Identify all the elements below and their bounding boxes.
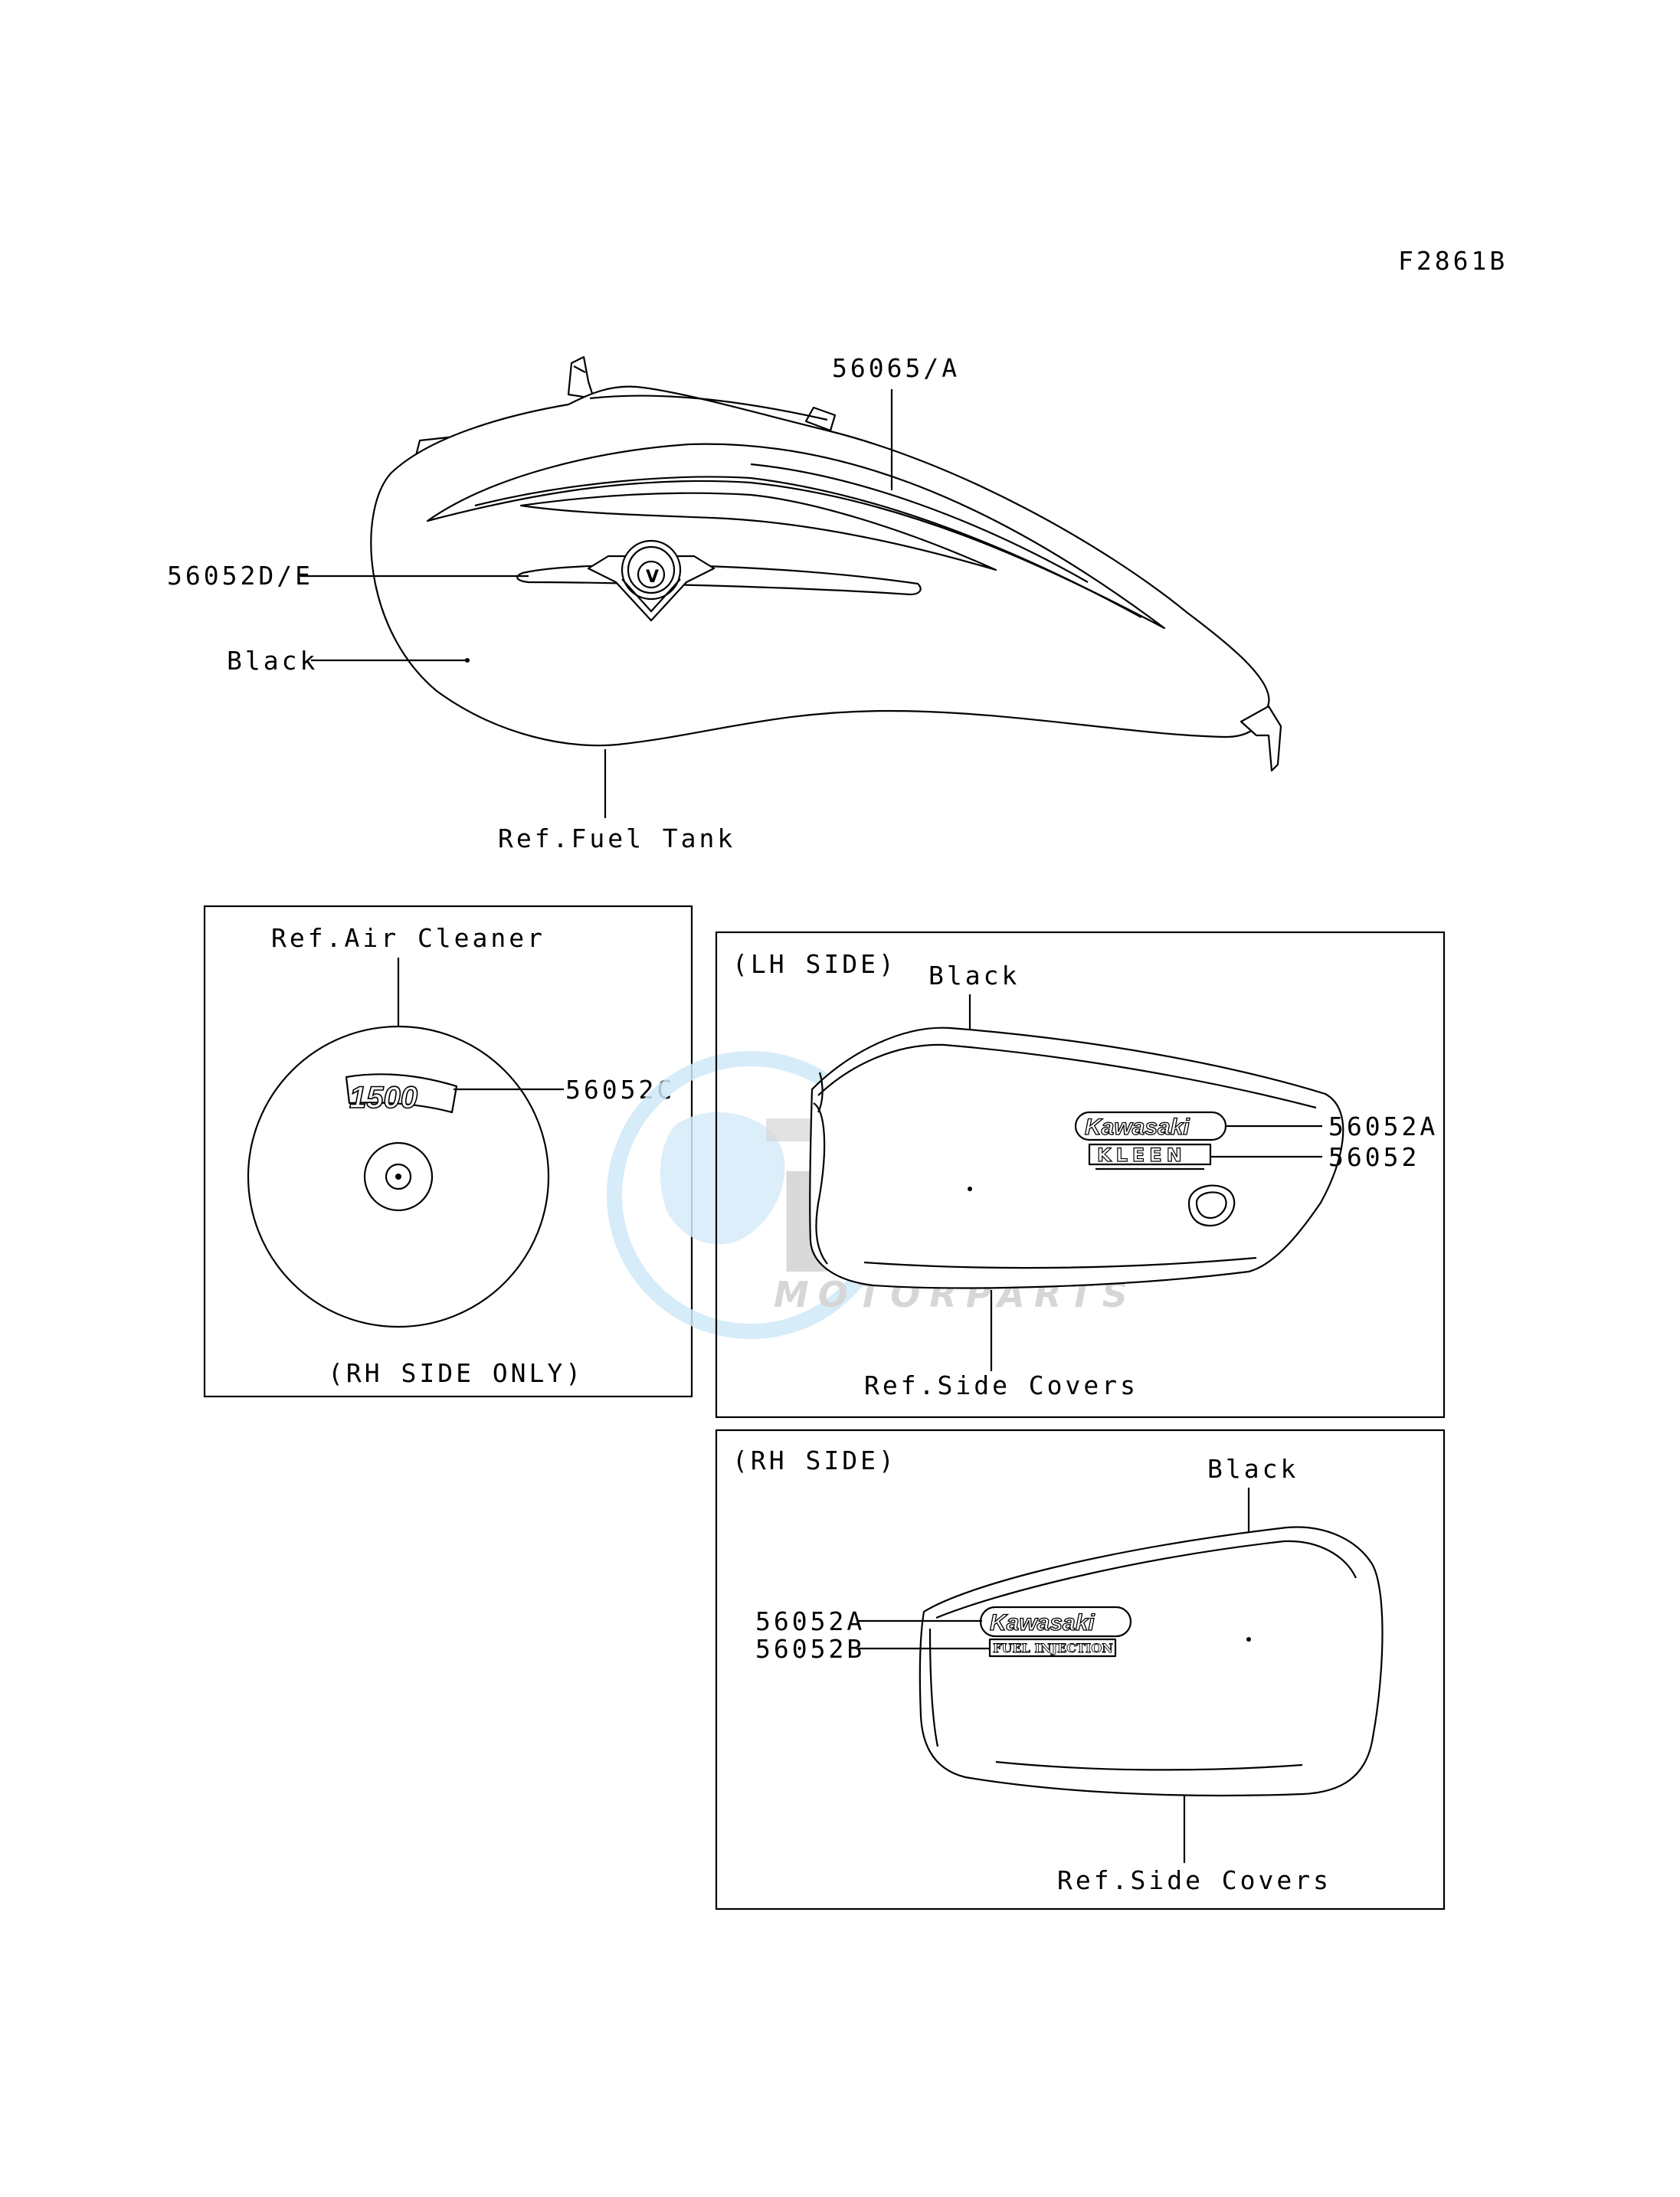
lh-callout-56052a: 56052A — [1328, 1112, 1438, 1141]
lh-side-cover: Kawasaki KLEEN — [809, 1026, 1344, 1289]
ref-air-cleaner: Ref.Air Cleaner — [271, 923, 545, 953]
fuel-tank-drawing: V — [370, 355, 1282, 772]
lh-kleen-text: KLEEN — [1097, 1144, 1187, 1166]
callout-56065-a: 56065/A — [832, 353, 960, 383]
rh-side-cover: Kawasaki FUEL INJECTION — [919, 1526, 1384, 1797]
callout-tank-black: Black — [227, 646, 318, 676]
rh-ref-side-covers: Ref.Side Covers — [1057, 1865, 1331, 1895]
rh-fi-text: FUEL INJECTION — [993, 1641, 1113, 1655]
decal-1500-text: 1500 — [349, 1081, 418, 1115]
lh-side-title: (LH SIDE) — [732, 949, 897, 979]
rh-callout-black: Black — [1207, 1454, 1298, 1484]
lh-kleen-decal — [1088, 1143, 1212, 1166]
decal-1500 — [345, 1073, 458, 1114]
lh-callout-56052: 56052 — [1328, 1142, 1420, 1172]
rh-callout-56052a: 56052A — [755, 1606, 865, 1636]
lh-ref-side-covers: Ref.Side Covers — [864, 1370, 1138, 1400]
tank-stripe-lower — [519, 492, 997, 571]
figure-code: F2861B — [1398, 246, 1508, 276]
lh-callout-black: Black — [928, 961, 1020, 990]
rh-side-title: (RH SIDE) — [732, 1446, 897, 1475]
rh-side-box — [715, 1429, 1446, 1911]
lh-kawasaki-text: Kawasaki — [1085, 1115, 1190, 1140]
rh-kawasaki-text: Kawasaki — [990, 1610, 1095, 1635]
tank-stripe-upper — [426, 443, 1166, 630]
rh-callout-56052b: 56052B — [755, 1634, 865, 1664]
emblem-letter: V — [646, 568, 659, 587]
fuel-tank-body — [370, 385, 1270, 747]
ref-fuel-tank: Ref.Fuel Tank — [498, 823, 735, 853]
note-rh-side-only: (RH SIDE ONLY) — [328, 1358, 584, 1388]
air-cleaner-cover: 1500 — [247, 1025, 550, 1328]
callout-56052d-e: 56052D/E — [167, 561, 313, 591]
lh-side-box — [715, 931, 1446, 1419]
